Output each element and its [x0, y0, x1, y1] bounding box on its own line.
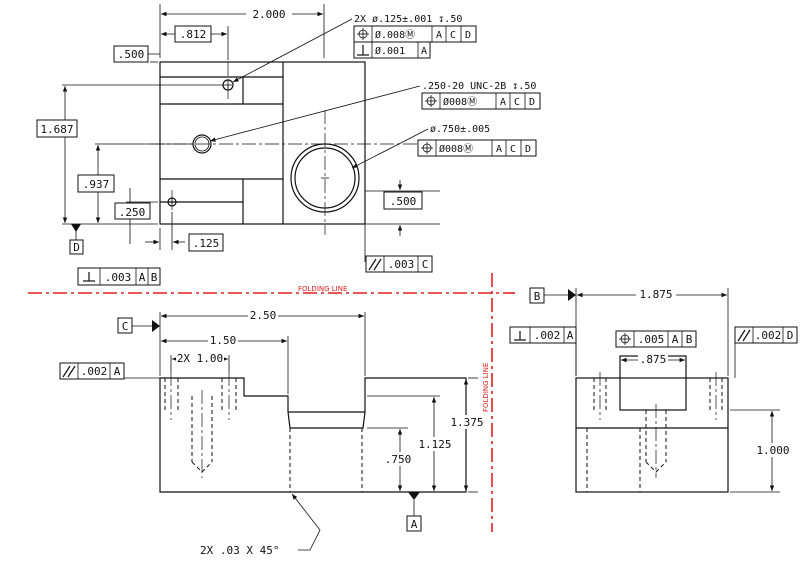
svg-text:A: A	[421, 46, 427, 57]
dim-875: .875	[640, 353, 667, 366]
svg-text:C: C	[422, 258, 429, 271]
svg-text:.005: .005	[638, 333, 665, 346]
side-view: B 1.875 .002 A .005 A B	[509, 287, 798, 493]
svg-text:A: A	[436, 30, 442, 41]
dim-1687: 1.687	[40, 123, 73, 136]
top-view: 2.000 .812 .500 1.687 .937 .250 .12	[36, 4, 541, 286]
parallelism-fcf-top: .003 C	[365, 255, 433, 273]
dim-1875: 1.875	[639, 288, 672, 301]
svg-text:.002: .002	[534, 329, 561, 342]
svg-text:.003: .003	[105, 271, 132, 284]
dim-812: .812	[180, 28, 207, 41]
dim-250-front: 2.50	[250, 309, 277, 322]
svg-text:Ø.008Ⓜ: Ø.008Ⓜ	[375, 29, 415, 41]
folding-line-label-v: FOLDING LINE	[482, 363, 490, 412]
position-fcf-side: .005 A B	[615, 330, 697, 348]
dim-937: .937	[83, 178, 110, 191]
parallelism-fcf-side: .002 D	[734, 326, 798, 344]
svg-text:D: D	[465, 30, 471, 41]
chamfer-note: 2X .03 X 45°	[200, 544, 279, 557]
perpendicularity-fcf-top: .003 A B	[77, 267, 161, 286]
svg-text:.002: .002	[755, 329, 782, 342]
svg-text:D: D	[529, 97, 535, 108]
svg-text:A: A	[567, 329, 574, 342]
top-view-outline	[159, 61, 366, 225]
datum-c: C	[122, 320, 129, 333]
hole-position-fcf: Ø.008Ⓜ A C D	[353, 25, 477, 43]
svg-text:Ø008Ⓜ: Ø008Ⓜ	[443, 96, 477, 108]
parallelism-fcf-front: .002 A	[59, 362, 125, 380]
svg-text:A: A	[672, 333, 679, 346]
datum-d: D	[73, 241, 80, 254]
svg-text:.002: .002	[81, 365, 108, 378]
svg-text:D: D	[525, 144, 531, 155]
svg-text:Ø.001: Ø.001	[375, 45, 405, 57]
dim-500-top: .500	[118, 48, 145, 61]
hole-perpendicularity-fcf: Ø.001 A	[353, 41, 431, 59]
hole-callout: 2X ø.125±.001 ↧.50	[354, 14, 462, 25]
thread-position-fcf: Ø008Ⓜ A C D	[421, 92, 541, 110]
dim-250: .250	[119, 206, 146, 219]
dim-150: 1.50	[210, 334, 237, 347]
dim-2x100: 2X 1.00	[177, 352, 223, 365]
svg-text:B: B	[686, 333, 693, 346]
dim-500-right: .500	[390, 195, 417, 208]
perpendicularity-fcf-side: .002 A	[509, 326, 577, 344]
svg-text:C: C	[450, 30, 456, 41]
dim-125: .125	[193, 237, 220, 250]
front-view: 2.50 1.50 2X 1.00 C .002 A .750	[59, 308, 485, 557]
svg-text:C: C	[510, 144, 516, 155]
svg-text:.003: .003	[388, 258, 415, 271]
svg-text:A: A	[139, 271, 146, 284]
thread-callout: .250-20 UNC-2B ↧.50	[422, 81, 536, 92]
datum-b: B	[534, 290, 541, 303]
dim-1375: 1.375	[450, 416, 483, 429]
dim-1125: 1.125	[418, 438, 451, 451]
dim-750: .750	[385, 453, 412, 466]
dim-2000: 2.000	[252, 8, 285, 21]
svg-text:A: A	[114, 365, 121, 378]
svg-text:C: C	[514, 97, 520, 108]
side-view-outline	[575, 377, 729, 493]
svg-text:Ø008Ⓜ: Ø008Ⓜ	[439, 143, 473, 155]
svg-text:B: B	[151, 271, 158, 284]
bore-circle	[290, 143, 360, 213]
dim-1000: 1.000	[756, 444, 789, 457]
datum-a: A	[411, 518, 418, 531]
bore-position-fcf: Ø008Ⓜ A C D	[417, 139, 537, 157]
folding-line-label-h: FOLDING LINE	[298, 285, 347, 293]
svg-text:D: D	[787, 329, 794, 342]
bore-callout: ø.750±.005	[430, 124, 490, 135]
svg-text:A: A	[496, 144, 502, 155]
front-view-outline	[159, 377, 467, 493]
svg-text:A: A	[500, 97, 506, 108]
